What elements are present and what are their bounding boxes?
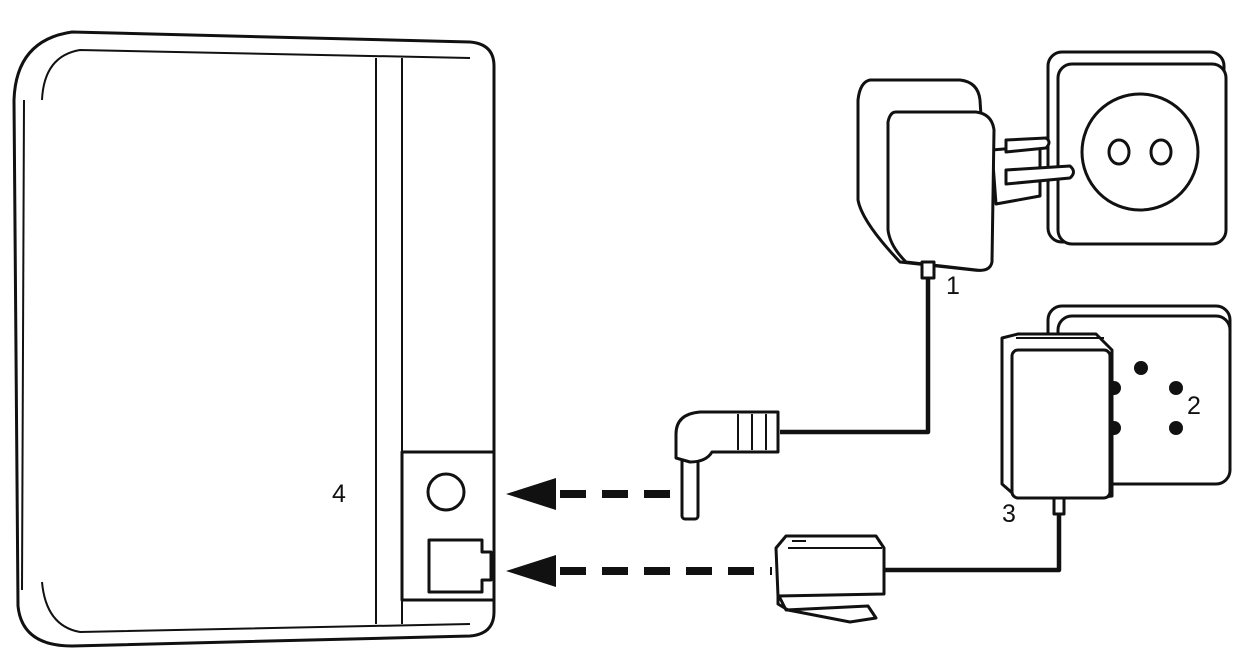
- power-wall-socket: [1046, 50, 1228, 246]
- rj-plug-body: [774, 534, 886, 598]
- phone-adapter-body: [1010, 348, 1112, 500]
- power-wall-socket-hole-right: [1149, 138, 1173, 166]
- base-station: 4: [12, 30, 496, 648]
- power-wall-socket-hole-left: [1107, 138, 1131, 166]
- connection-arrows: [506, 478, 772, 587]
- phone-adapter: 3: [1000, 332, 1114, 528]
- rj-plug-latch: [776, 592, 878, 624]
- callout-2: 2: [1187, 392, 1201, 420]
- base-station-left-edge: [21, 99, 25, 591]
- power-cable: [780, 270, 931, 435]
- phone-socket-hole-1: [1134, 361, 1148, 375]
- power-adapter: 1: [856, 78, 1075, 300]
- base-station-bottom-bevel: [41, 581, 471, 634]
- phone-socket-hole-5: [1169, 421, 1183, 435]
- power-adapter-prong-bottom: [1004, 164, 1075, 186]
- callout-1: 1: [946, 272, 960, 300]
- power-arrow-head: [506, 478, 556, 510]
- power-wall-socket-face: [1080, 92, 1200, 212]
- power-adapter-cable-boot: [920, 260, 936, 280]
- phone-socket-hole-2: [1169, 381, 1183, 395]
- power-jack-socket: [426, 472, 466, 512]
- callout-3: 3: [1002, 500, 1016, 528]
- base-station-top-bevel: [41, 48, 471, 101]
- base-station-body: [12, 30, 496, 648]
- callout-4: 4: [332, 480, 346, 508]
- phone-cable: [884, 514, 1062, 573]
- power-plug-pin: [680, 453, 700, 521]
- power-plug-body: [674, 410, 780, 464]
- phone-line-socket: [427, 538, 493, 594]
- power-adapter-prong-top: [1004, 136, 1051, 154]
- phone-line-plug: [774, 514, 1062, 624]
- phone-arrow-head: [506, 555, 556, 587]
- power-adapter-front: [886, 110, 996, 272]
- phone-adapter-cable-boot: [1052, 496, 1066, 516]
- power-plug: [674, 270, 931, 521]
